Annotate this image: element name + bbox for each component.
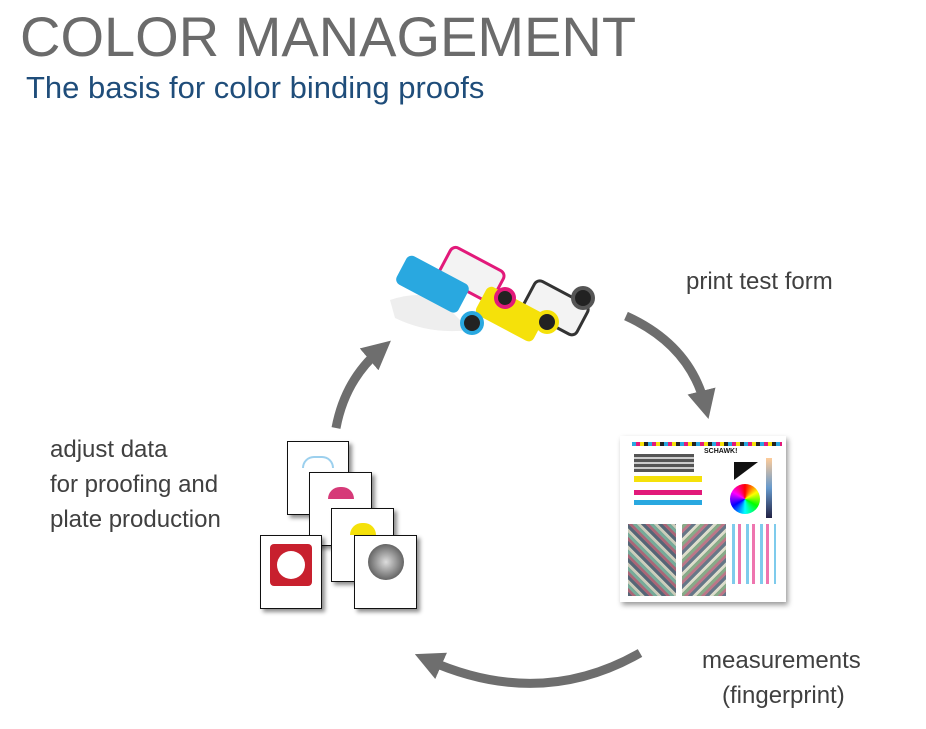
- ink-rolls-image: [390, 245, 595, 342]
- label-print-test-form: print test form: [686, 268, 833, 295]
- label-measurements: measurements: [702, 647, 861, 674]
- label-fingerprint: (fingerprint): [722, 682, 845, 709]
- page-title: COLOR MANAGEMENT: [20, 5, 637, 68]
- test-form-logo: SCHAWK!: [704, 448, 738, 455]
- page-subtitle: The basis for color binding proofs: [26, 70, 485, 105]
- arrow-print-to-measure: [624, 311, 716, 419]
- label-adjust-data: adjust data: [50, 436, 168, 463]
- test-form-image: SCHAWK!: [620, 436, 786, 602]
- label-plate-production: plate production: [50, 506, 221, 533]
- black-separation-sheet: [354, 535, 417, 609]
- label-for-proofing: for proofing and: [50, 471, 219, 498]
- composite-red-sheet: [260, 535, 322, 609]
- arrow-measure-to-adjust: [414, 649, 643, 688]
- arrow-adjust-to-print: [331, 340, 391, 429]
